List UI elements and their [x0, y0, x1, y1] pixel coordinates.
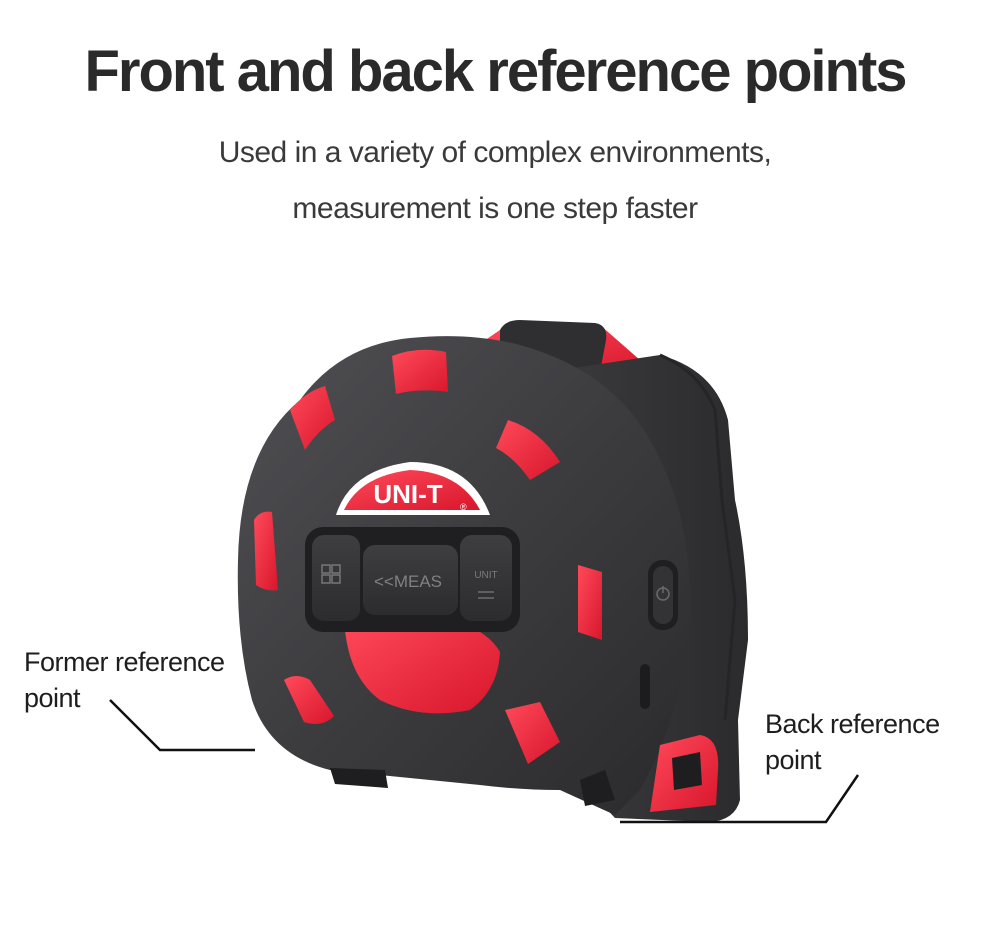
back-reference-line-2: point	[765, 745, 822, 775]
button-panel: <<MEAS UNIT	[305, 527, 520, 632]
subtitle-line-2: measurement is one step faster	[292, 192, 698, 225]
grid-button	[312, 535, 360, 621]
side-slot	[640, 664, 650, 709]
front-foot	[330, 768, 388, 788]
grid-icon	[321, 564, 341, 584]
meas-button	[363, 545, 458, 615]
red-grip-inserts	[254, 349, 602, 764]
power-button	[648, 560, 678, 630]
front-reference-label: Former reference point	[24, 644, 225, 716]
svg-text:UNI-T: UNI-T	[373, 479, 442, 509]
back-pointer-line	[620, 774, 860, 824]
page-title: Front and back reference points	[84, 39, 907, 104]
svg-text:®: ®	[460, 502, 467, 512]
front-pointer-line	[109, 699, 255, 752]
tape-hook	[580, 735, 719, 812]
uni-t-logo: UNI-T ®	[336, 462, 490, 515]
front-reference-line-2: point	[24, 683, 81, 713]
unit-label: UNIT	[474, 570, 497, 581]
meas-label: <<MEAS	[374, 572, 442, 591]
unit-button	[460, 535, 512, 621]
back-reference-label: Back reference point	[765, 706, 940, 778]
subtitle-line-1: Used in a variety of complex environment…	[218, 136, 772, 169]
back-reference-line-1: Back reference	[765, 709, 940, 739]
front-reference-line-1: Former reference	[24, 647, 225, 677]
